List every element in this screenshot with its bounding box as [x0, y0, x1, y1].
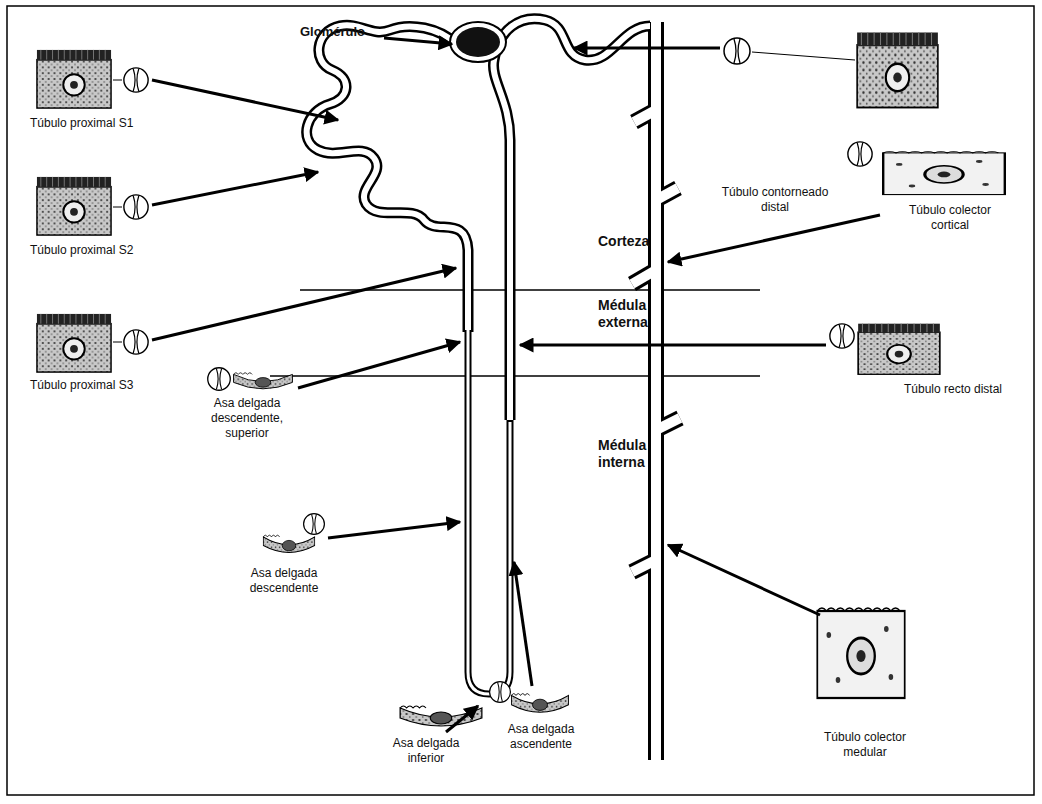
- zone-label: Corteza: [598, 233, 678, 250]
- cell-illustrations: [37, 33, 1005, 727]
- part-label: Túbulo colector medular: [812, 730, 918, 760]
- part-label: Asa delgada inferior: [382, 736, 470, 766]
- part-label: Túbulo proximal S1: [30, 116, 180, 131]
- collecting-duct: [632, 22, 680, 760]
- zone-label: Médula interna: [598, 437, 660, 471]
- frame: [7, 6, 1034, 795]
- leader-arrows: [152, 38, 880, 732]
- part-label: Túbulo proximal S3: [30, 378, 180, 393]
- part-label: Túbulo recto distal: [886, 382, 1020, 397]
- part-label: Túbulo contorneado distal: [712, 185, 838, 215]
- part-label: Túbulo proximal S2: [30, 243, 180, 258]
- part-label: Asa delgada ascendente: [496, 722, 586, 752]
- part-label: Asa delgada descendente, superior: [192, 396, 302, 441]
- nephron-tubule: [307, 19, 650, 694]
- part-label: Glomérulo: [300, 24, 382, 39]
- part-label: Asa delgada descendente: [238, 566, 330, 596]
- glomerulus: [450, 22, 506, 62]
- part-label: Túbulo colector cortical: [895, 203, 1005, 233]
- zone-label: Médula externa: [598, 297, 660, 331]
